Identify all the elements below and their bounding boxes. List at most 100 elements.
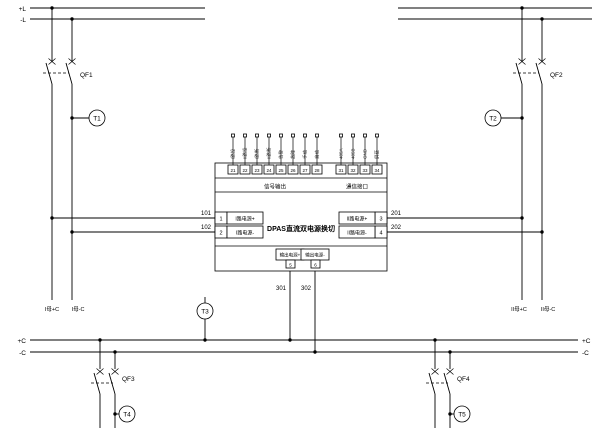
svg-text:31: 31 <box>338 168 344 173</box>
transducer-t3: T3 <box>196 297 214 340</box>
bus-label-plus-l: +L <box>19 6 27 13</box>
wire-102-label: 102 <box>201 225 212 231</box>
comm-stub-label: 485B <box>351 148 356 159</box>
svg-text:输出电源+: 输出电源+ <box>280 252 301 259</box>
comm-group-label: 通信接口 <box>346 183 368 191</box>
transducer-t2: T2 <box>484 109 522 127</box>
breaker-qf3: QF3 <box>91 340 135 428</box>
ctrl-bus-minus-right: -C <box>582 350 589 357</box>
breaker-qf1: QF1 <box>43 8 93 300</box>
signal-terminal-3: 23 I路断 <box>251 133 263 175</box>
top-bus-right <box>398 7 592 20</box>
svg-text:I路电源-: I路电源- <box>236 230 254 237</box>
input-terminal-1: 1 I路电源+ <box>214 211 264 225</box>
top-bus-left: +L -L <box>19 6 205 24</box>
signal-stub-label: II路断 <box>266 147 273 159</box>
input-terminal-3: 3 II路电源+ <box>338 211 388 225</box>
transducer-t5-label: T5 <box>458 412 466 419</box>
svg-text:34: 34 <box>374 168 380 173</box>
comm-terminal-2: 32 485B <box>347 133 359 175</box>
transducer-t4-label: T4 <box>123 412 131 419</box>
feeder1-plus-label: I母+C <box>45 306 59 313</box>
ctrl-bus-minus-left: -C <box>19 350 26 357</box>
signal-terminal-5: 25 告警 <box>275 133 287 175</box>
signal-stub-label: 故障 <box>290 150 297 159</box>
wire-302: 302 <box>301 268 316 352</box>
svg-text:28: 28 <box>314 168 320 173</box>
signal-terminal-7: 27 手动 <box>299 133 311 175</box>
svg-text:24: 24 <box>266 168 272 173</box>
comm-stub-label: GND <box>363 148 368 159</box>
comm-stub-label: 屏蔽 <box>374 150 381 159</box>
transducer-t5: T5 <box>450 405 471 423</box>
signal-stub-label: II路投 <box>242 147 249 159</box>
wire-102: 102 <box>72 225 215 233</box>
breaker-qf4-label: QF4 <box>457 376 470 383</box>
svg-text:25: 25 <box>278 168 284 173</box>
transducer-t4: T4 <box>115 405 136 423</box>
breaker-qf2-label: QF2 <box>550 72 563 79</box>
svg-text:5: 5 <box>289 262 292 267</box>
bus-label-minus-l: -L <box>20 17 26 24</box>
wire-301-label: 301 <box>276 286 287 292</box>
comm-terminal-4: 34 屏蔽 <box>371 133 383 175</box>
transducer-t2-label: T2 <box>489 116 497 123</box>
signal-terminal-2: 22 II路投 <box>239 133 251 175</box>
input-terminal-2: 2 I路电源- <box>214 225 264 239</box>
signal-terminal-1: 21 I路投 <box>227 133 239 175</box>
svg-text:27: 27 <box>302 168 308 173</box>
svg-text:输出电源-: 输出电源- <box>305 252 325 259</box>
wire-202-label: 202 <box>391 225 402 231</box>
wire-202: 202 <box>387 225 542 233</box>
output-terminal-1: 输出电源+ 5 <box>275 248 305 269</box>
signal-stub-label: I路投 <box>230 148 237 159</box>
signal-terminal-8: 28 自动 <box>311 133 323 175</box>
svg-text:3: 3 <box>379 217 382 223</box>
output-terminal-2: 输出电源- 6 <box>300 248 330 269</box>
signal-group-label: 信号输出 <box>264 183 286 191</box>
svg-text:6: 6 <box>314 262 317 267</box>
junction-dots <box>50 6 544 416</box>
wire-201-label: 201 <box>391 211 402 217</box>
ctrl-bus-plus-left: +C <box>18 338 27 345</box>
svg-text:4: 4 <box>379 231 382 237</box>
svg-text:32: 32 <box>350 168 356 173</box>
device-title: DPAS直流双电源换切 <box>267 224 335 233</box>
signal-stub-label: 告警 <box>278 150 285 159</box>
wire-301: 301 <box>276 268 291 340</box>
svg-text:II路电源-: II路电源- <box>347 230 367 237</box>
comm-stub-label: 485A <box>339 148 344 159</box>
wire-302-label: 302 <box>301 286 312 292</box>
svg-text:21: 21 <box>230 168 236 173</box>
breaker-qf4: QF4 <box>426 340 470 428</box>
transducer-t3-label: T3 <box>201 309 209 316</box>
wire-101: 101 <box>52 211 215 219</box>
svg-text:33: 33 <box>362 168 368 173</box>
breaker-qf3-label: QF3 <box>122 376 135 383</box>
signal-stub-label: 自动 <box>314 150 321 159</box>
comm-terminal-1: 31 485A <box>335 133 347 175</box>
feeder1-minus-label: I母-C <box>72 306 85 313</box>
wire-101-label: 101 <box>201 211 212 217</box>
breaker-qf2: QF2 <box>513 8 563 300</box>
signal-terminal-4: 24 II路断 <box>263 133 275 175</box>
svg-text:26: 26 <box>290 168 296 173</box>
feeder2-minus-label: II母-C <box>541 306 555 313</box>
signal-stub-label: 手动 <box>302 150 309 159</box>
dpas-device: 21 I路投 22 II路投 23 I路断 24 II路断 25 告警 <box>214 133 388 272</box>
signal-stub-label: I路断 <box>254 148 261 159</box>
svg-text:2: 2 <box>219 231 222 237</box>
transducer-t1-label: T1 <box>93 116 101 123</box>
svg-text:I路电源+: I路电源+ <box>235 216 254 223</box>
svg-text:II路电源+: II路电源+ <box>347 216 368 223</box>
signal-terminal-6: 26 故障 <box>287 133 299 175</box>
comm-terminal-3: 33 GND <box>359 133 371 175</box>
breaker-qf1-label: QF1 <box>80 72 93 79</box>
input-terminal-4: 4 II路电源- <box>338 225 388 239</box>
svg-text:22: 22 <box>242 168 248 173</box>
feeder2-plus-label: II母+C <box>511 306 527 313</box>
ctrl-bus-plus-right: +C <box>582 338 591 345</box>
bottom-bus: +C -C +C -C <box>18 338 591 357</box>
